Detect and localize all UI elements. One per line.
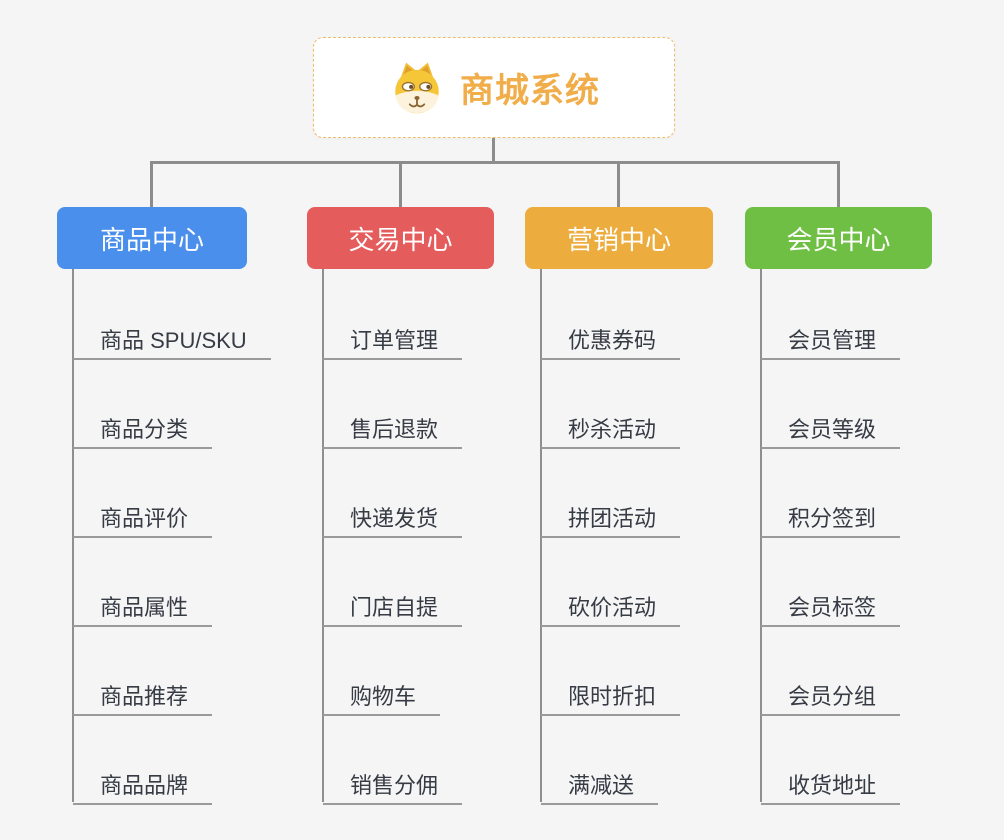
branch-spine <box>322 269 324 802</box>
leaf-node[interactable]: 订单管理 <box>323 317 463 360</box>
branch-spine <box>72 269 74 802</box>
branch-node-member[interactable]: 会员中心 <box>745 207 932 269</box>
leaf-node[interactable]: 商品属性 <box>73 584 213 627</box>
connector-root-drop <box>492 138 495 164</box>
leaf-node[interactable]: 商品推荐 <box>73 673 213 716</box>
leaf-node[interactable]: 购物车 <box>323 673 441 716</box>
branch-node-product[interactable]: 商品中心 <box>57 207 247 269</box>
connector-stub-product <box>150 161 153 207</box>
leaf-node[interactable]: 商品品牌 <box>73 762 213 805</box>
connector-horizontal-bar <box>150 161 840 164</box>
leaf-node[interactable]: 会员分组 <box>761 673 901 716</box>
root-node[interactable]: 商城系统 <box>313 37 675 138</box>
leaf-node[interactable]: 门店自提 <box>323 584 463 627</box>
leaf-node[interactable]: 积分签到 <box>761 495 901 538</box>
branch-spine <box>540 269 542 802</box>
leaf-node[interactable]: 会员标签 <box>761 584 901 627</box>
leaf-node[interactable]: 限时折扣 <box>541 673 681 716</box>
connector-stub-marketing <box>617 161 620 207</box>
leaf-node[interactable]: 销售分佣 <box>323 762 463 805</box>
leaf-node[interactable]: 商品分类 <box>73 406 213 449</box>
leaf-node[interactable]: 商品 SPU/SKU <box>73 317 271 360</box>
leaf-node[interactable]: 商品评价 <box>73 495 213 538</box>
connector-stub-trade <box>399 161 402 207</box>
dog-icon <box>395 62 439 113</box>
leaf-node[interactable]: 满减送 <box>541 762 659 805</box>
leaf-node[interactable]: 优惠券码 <box>541 317 681 360</box>
leaf-node[interactable]: 会员管理 <box>761 317 901 360</box>
root-title: 商城系统 <box>460 72 600 110</box>
leaf-node[interactable]: 拼团活动 <box>541 495 681 538</box>
connector-stub-member <box>837 161 840 207</box>
leaf-node[interactable]: 售后退款 <box>323 406 463 449</box>
leaf-node[interactable]: 收货地址 <box>761 762 901 805</box>
leaf-node[interactable]: 会员等级 <box>761 406 901 449</box>
branch-node-marketing[interactable]: 营销中心 <box>525 207 713 269</box>
branch-node-trade[interactable]: 交易中心 <box>307 207 494 269</box>
leaf-node[interactable]: 快递发货 <box>323 495 463 538</box>
leaf-node[interactable]: 秒杀活动 <box>541 406 681 449</box>
branch-spine <box>760 269 762 802</box>
leaf-node[interactable]: 砍价活动 <box>541 584 681 627</box>
